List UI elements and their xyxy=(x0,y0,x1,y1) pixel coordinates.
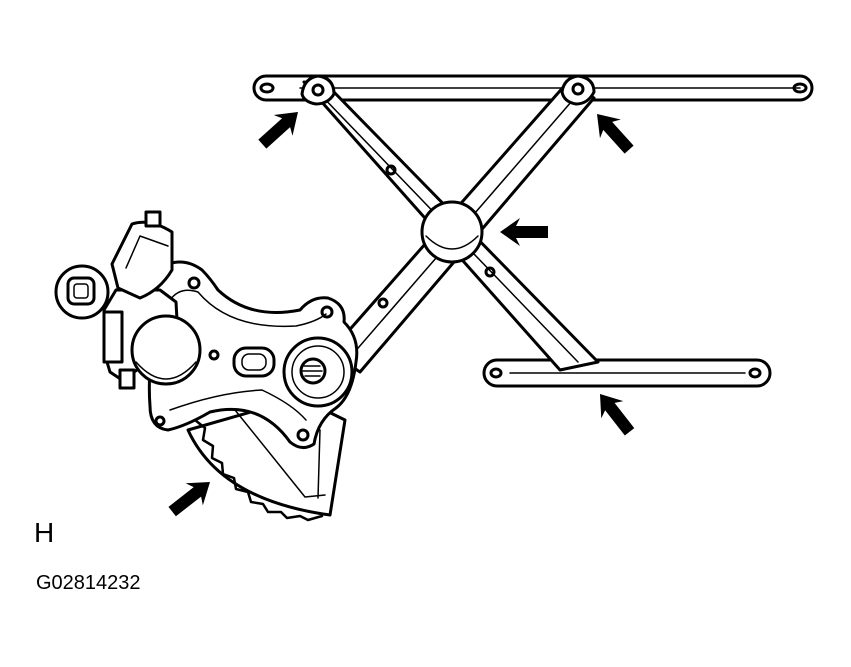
center-pivot xyxy=(420,200,484,264)
arrow-icon xyxy=(163,470,219,523)
arrow-icon xyxy=(252,101,308,155)
upper-arm-bracket-right xyxy=(560,74,596,106)
arrow-icon xyxy=(500,218,548,246)
base-plate xyxy=(147,260,359,449)
panel-letter: H xyxy=(34,517,55,548)
upper-arm-bracket-left xyxy=(300,74,336,106)
upper-rail xyxy=(252,74,814,102)
lower-rail xyxy=(482,358,772,388)
arrow-icon xyxy=(586,104,640,160)
figure-id: G02814232 xyxy=(36,572,141,594)
arrow-icon xyxy=(588,385,641,441)
regulator-motor xyxy=(54,210,202,390)
